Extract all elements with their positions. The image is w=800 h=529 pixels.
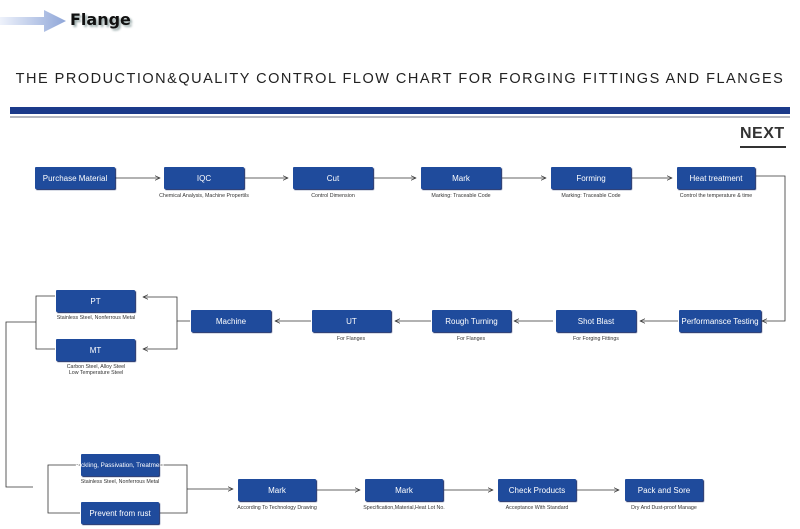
caption-mark-1: Marking: Traceable Code (431, 193, 491, 199)
step-mt: MT (56, 339, 135, 361)
caption-mt-1: Carbon Steel, Alloy Steel (66, 364, 126, 370)
caption-pickling: Stainless Steel, Nonferrous Metal (80, 479, 160, 485)
step-ut: UT (312, 310, 391, 332)
caption-cut: Control Dimension (311, 193, 355, 199)
branch-machine-mt (143, 321, 178, 349)
page-title: THE PRODUCTION&QUALITY CONTROL FLOW CHAR… (15, 71, 785, 87)
caption-mark-3: Specification,Material,Heat Lot No. (363, 505, 445, 511)
caption-iqc: Chemical Analysis, Machine Propertils (159, 193, 249, 199)
step-iqc: IQC (164, 167, 244, 189)
step-heat-treatment: Heat treatment (677, 167, 755, 189)
caption-mt-2: Low Temperature Steel (68, 370, 124, 376)
title-rule-shadow (10, 116, 790, 118)
step-forming: Forming (551, 167, 631, 189)
step-pickling-passivation: Pickling, Passivation, Treatment (75, 454, 165, 476)
arrow-heat-performance (756, 175, 786, 321)
caption-check-products: Acceptance With Standard (505, 505, 569, 511)
step-shot-blast: Shot Blast (556, 310, 636, 332)
caption-mark-2: According To Technology Drawing (237, 505, 317, 511)
step-performance-testing: Performansce Testing (679, 310, 761, 332)
step-machine: Machine (191, 310, 271, 332)
branch-machine-pt-mt (143, 297, 190, 322)
step-check-products: Check Products (498, 479, 576, 501)
step-rough-turning: Rough Turning (432, 310, 511, 332)
brand-name: Flange (70, 10, 131, 29)
caption-ut: For Flanges (336, 336, 366, 342)
next-link[interactable]: NEXT (740, 125, 785, 142)
arrow-finish-mark (160, 464, 188, 514)
right-arrow-icon (0, 10, 66, 32)
connector-down (5, 321, 36, 488)
step-prevent-rust: Prevent from rust (81, 502, 159, 524)
caption-pt: Stainless Steel, Nonferrous Metal (56, 315, 136, 321)
step-pt: PT (56, 290, 135, 312)
caption-shot-blast: For Forging Fittings (573, 336, 619, 342)
step-mark-1: Mark (421, 167, 501, 189)
caption-heat-treatment: Control the temperature & time (679, 193, 753, 199)
step-pack-and-sore: Pack and Sore (625, 479, 703, 501)
step-mark-3: Mark (365, 479, 443, 501)
bracket-pt-mt (35, 295, 55, 350)
next-underline (740, 146, 786, 148)
step-mark-2: Mark (238, 479, 316, 501)
step-purchase-material: Purchase Material (35, 167, 115, 189)
bracket-pickling-rust (47, 464, 80, 514)
title-rule (10, 107, 790, 114)
caption-forming: Marking: Traceable Code (561, 193, 621, 199)
step-cut: Cut (293, 167, 373, 189)
caption-rough-turning: For Flanges (456, 336, 486, 342)
caption-pack-and-sore: Dry And Dust-proof Manage (631, 505, 697, 511)
